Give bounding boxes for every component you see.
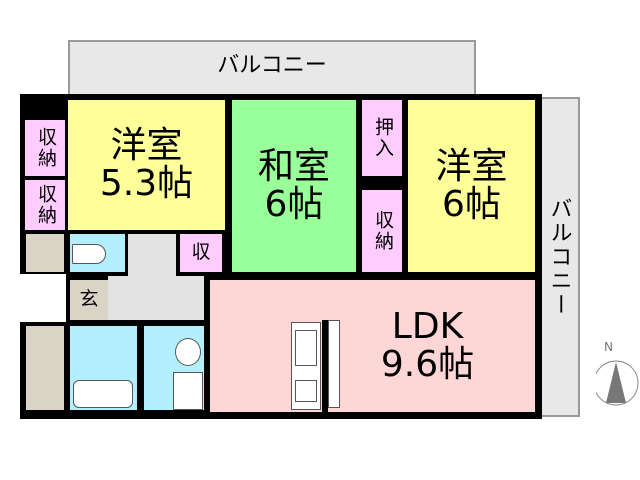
balcony-right: バルコニー (538, 97, 580, 417)
shoe-storage-1 (26, 234, 64, 272)
toilet-icon (72, 244, 106, 264)
storage-label: 押入 (371, 117, 394, 159)
ldk: LDK 9.6帖 (210, 280, 535, 412)
room-size: 5.3帖 (99, 163, 194, 204)
storage-label: 収納 (34, 184, 57, 226)
storage-label: 収納 (371, 210, 394, 252)
entrance-gap (18, 274, 66, 322)
stove-icon (295, 380, 317, 402)
room-name: 洋室 (110, 125, 183, 167)
north-arrow-icon (596, 360, 639, 406)
hallway-lower (108, 276, 204, 320)
room-size: 6帖 (264, 184, 324, 225)
storage-2: 収納 (25, 180, 65, 230)
storage-label: 収 (191, 241, 211, 264)
western-room-1: 洋室 5.3帖 (68, 100, 225, 230)
room-name: 洋室 (435, 146, 508, 188)
balcony-right-label: バルコニー (546, 197, 572, 317)
oshiire: 押入 (362, 100, 402, 176)
kitchen-wall (322, 320, 328, 412)
storage-label: 収納 (34, 127, 57, 169)
shoe-storage-2 (26, 326, 64, 410)
sink-icon (295, 330, 317, 366)
washer-space (173, 372, 203, 410)
bathtub-icon (73, 380, 133, 408)
storage-small: 収 (180, 234, 222, 272)
room-size: 6帖 (442, 184, 501, 225)
genkan-label: 玄 (79, 288, 99, 311)
storage-3: 収納 (362, 190, 402, 272)
washbasin-icon (175, 338, 201, 366)
compass-north-label: N (604, 340, 613, 354)
japanese-room: 和室 6帖 (232, 100, 356, 272)
balcony-top: バルコニー (68, 40, 476, 100)
kitchen-backsplash (328, 320, 340, 408)
western-room-2: 洋室 6帖 (408, 100, 535, 272)
balcony-top-label: バルコニー (217, 53, 327, 79)
genkan: 玄 (70, 280, 108, 320)
room-name: LDK (391, 306, 464, 348)
room-name: 和室 (257, 146, 330, 188)
room-size: 9.6帖 (380, 344, 475, 385)
compass: N (596, 340, 640, 420)
storage-1: 収納 (25, 120, 65, 176)
